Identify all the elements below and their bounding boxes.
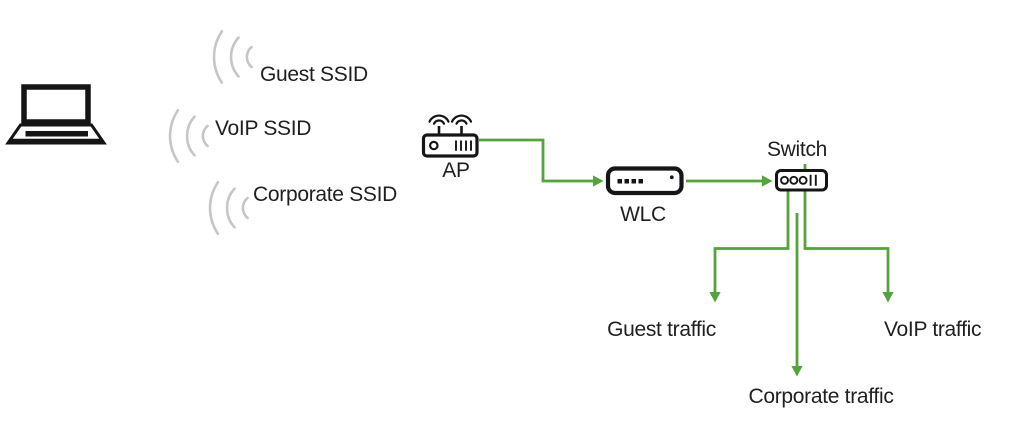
voip-ssid-label: VoIP SSID — [215, 117, 312, 140]
connector-switch-to-corporate-traffic — [791, 213, 803, 377]
wifi-signal-arcs-guest-icon — [212, 30, 253, 84]
guest-ssid-label: Guest SSID — [260, 63, 368, 86]
laptop-icon — [5, 84, 107, 145]
voip-traffic-label: VoIP traffic — [884, 318, 982, 341]
access-point-icon — [421, 114, 479, 158]
switch-icon — [775, 169, 828, 192]
wlc-icon — [605, 166, 684, 196]
corporate-traffic-label: Corporate traffic — [748, 385, 894, 408]
guest-traffic-label: Guest traffic — [607, 318, 716, 341]
wlc-label: WLC — [620, 203, 666, 226]
switch-label: Switch — [766, 138, 828, 161]
ap-label: AP — [442, 159, 470, 182]
wifi-signal-arcs-voip-icon — [168, 109, 209, 163]
connector-ap-to-wlc — [479, 138, 604, 187]
connector-switch-to-guest-traffic — [709, 191, 790, 303]
corporate-ssid-label: Corporate SSID — [253, 183, 398, 206]
wifi-signal-arcs-corporate-icon — [208, 181, 249, 235]
connector-switch-to-voip-traffic — [803, 164, 894, 303]
connector-wlc-to-switch — [686, 175, 773, 187]
